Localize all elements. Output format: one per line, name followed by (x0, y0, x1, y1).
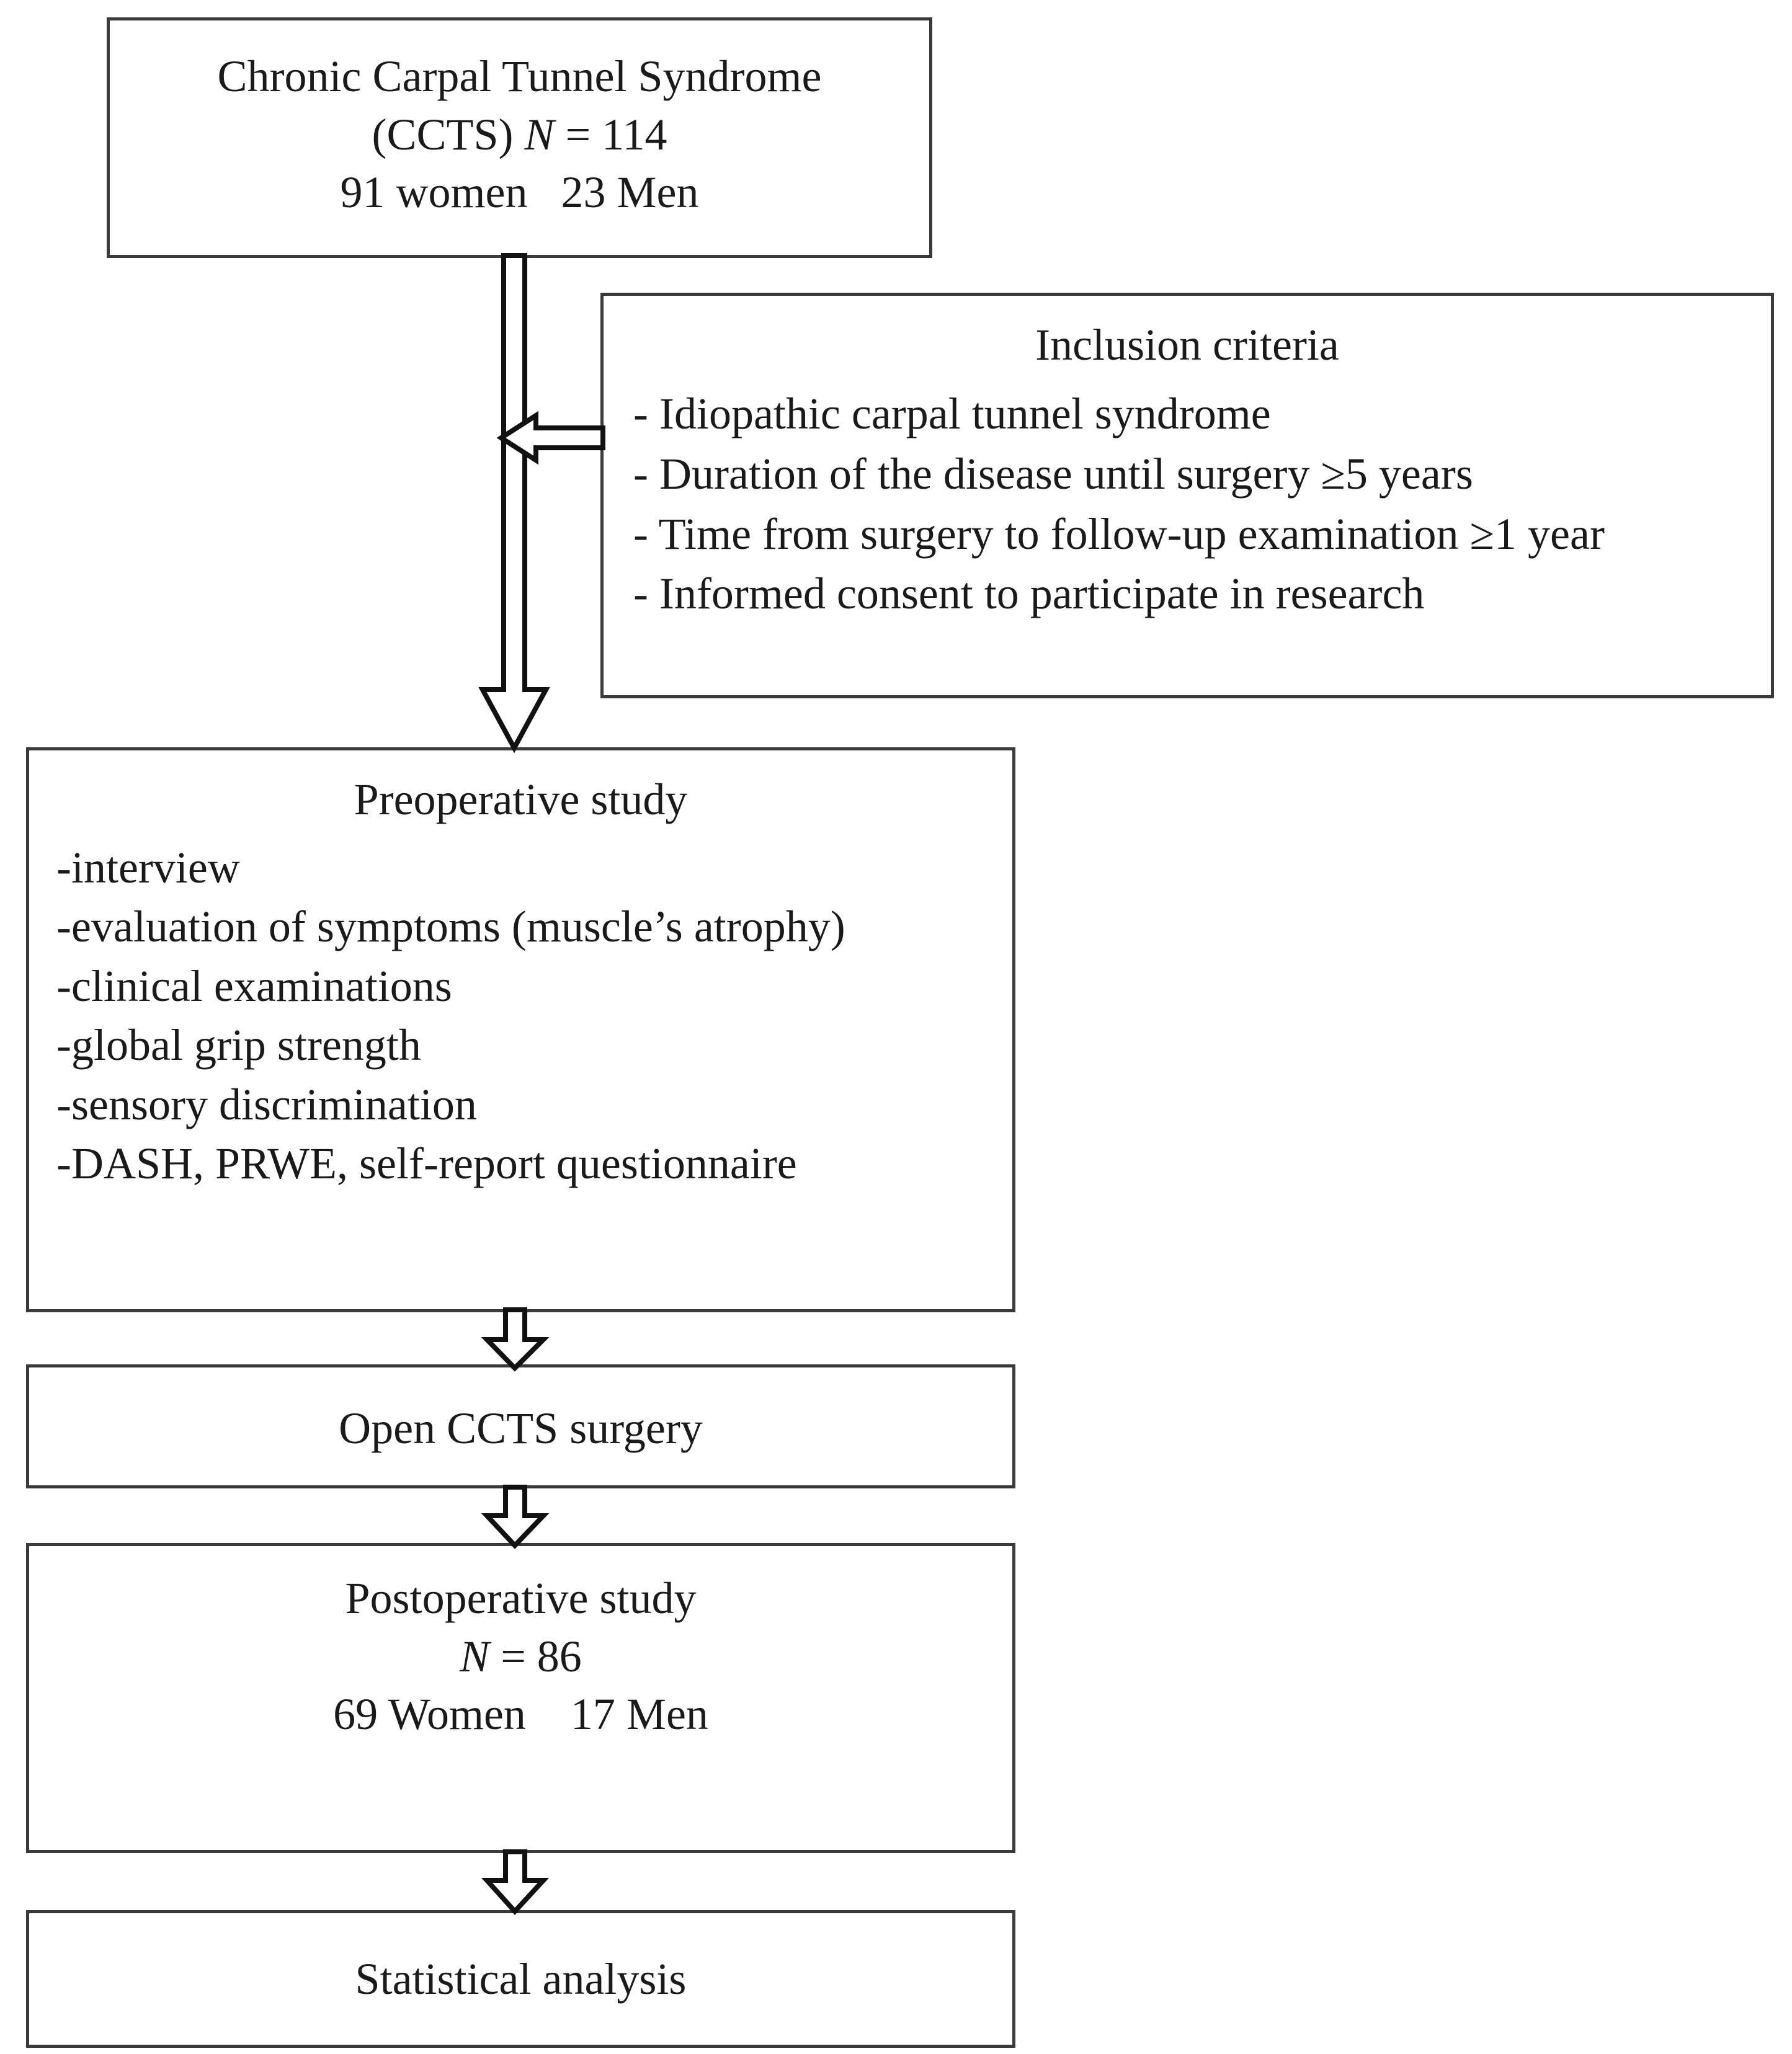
surgery-label: Open CCTS surgery (339, 1403, 703, 1453)
open-ccts-surgery-text: Open CCTS surgery (29, 1400, 1012, 1458)
postop-line-3: 69 Women 17 Men (333, 1689, 708, 1740)
statistical-analysis-text: Statistical analysis (29, 1950, 1012, 2009)
list-item: -clinical examinations (56, 961, 452, 1011)
preoperative-study-title: Preoperative study (354, 775, 688, 824)
postop-to-stats-arrow (481, 1849, 550, 1915)
ccts-line-2-italic-n: N (524, 109, 555, 159)
surgery-to-postop-arrow (481, 1485, 550, 1549)
node-ccts-text: Chronic Carpal Tunnel Syndrome (CCTS) N … (110, 48, 929, 222)
node-chronic-carpal-tunnel-syndrome[interactable]: Chronic Carpal Tunnel Syndrome (CCTS) N … (107, 17, 932, 258)
list-item: -evaluation of symptoms (muscle’s atroph… (56, 902, 845, 952)
list-item: -interview (56, 843, 240, 892)
list-item: - Informed consent to participate in res… (633, 569, 1425, 619)
list-item: - Time from surgery to follow-up examina… (633, 509, 1605, 559)
inclusion-criteria-list: - Idiopathic carpal tunnel syndrome - Du… (633, 384, 1762, 624)
postop-line-1: Postoperative study (345, 1573, 697, 1623)
list-item: - Duration of the disease until surgery … (633, 448, 1473, 499)
list-item: -DASH, PRWE, self-report questionnaire (56, 1138, 797, 1188)
node-postoperative-study[interactable]: Postoperative study N = 86 69 Women 17 M… (26, 1543, 1015, 1853)
ccts-line-2-prefix: (CCTS) (372, 109, 525, 159)
stats-label: Statistical analysis (355, 1954, 687, 2004)
node-inclusion-criteria[interactable]: Inclusion criteria - Idiopathic carpal t… (600, 293, 1774, 698)
list-item: -sensory discrimination (56, 1079, 477, 1129)
ccts-line-2-suffix: = 114 (554, 109, 667, 159)
ccts-line-1: Chronic Carpal Tunnel Syndrome (217, 51, 822, 101)
inclusion-criteria-title: Inclusion criteria (1035, 320, 1339, 370)
ccts-line-2: (CCTS) N = 114 (110, 106, 929, 164)
postop-line-2-suffix: = 86 (489, 1631, 582, 1681)
postop-line-2-italic-n: N (460, 1631, 490, 1681)
ccts-to-preop-arrow (478, 253, 550, 754)
list-item: -global grip strength (56, 1020, 421, 1070)
ccts-line-3: 91 women 23 Men (340, 167, 699, 218)
node-statistical-analysis[interactable]: Statistical analysis (26, 1910, 1015, 2048)
postop-line-2: N = 86 (29, 1628, 1012, 1686)
node-open-ccts-surgery[interactable]: Open CCTS surgery (26, 1364, 1015, 1488)
postoperative-study-text: Postoperative study N = 86 69 Women 17 M… (29, 1570, 1012, 1744)
preop-to-surgery-arrow (481, 1307, 550, 1372)
list-item: - Idiopathic carpal tunnel syndrome (633, 389, 1271, 438)
inclusion-to-flow-arrow (496, 411, 605, 465)
node-preoperative-study[interactable]: Preoperative study -interview -evaluatio… (26, 747, 1015, 1312)
preoperative-study-list: -interview -evaluation of symptoms (musc… (56, 838, 1006, 1193)
